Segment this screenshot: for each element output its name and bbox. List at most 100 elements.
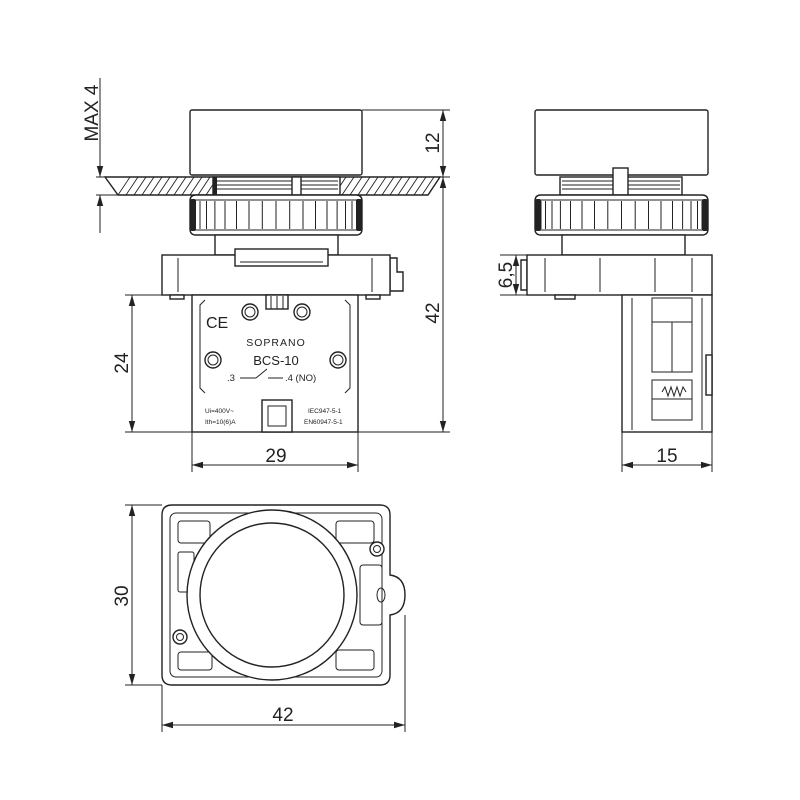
hatch-line bbox=[373, 176, 387, 196]
contact-block-front: CE SOPRANO BCS-10 .3 .4 (NO) Ui=400V~ It… bbox=[191, 294, 359, 433]
screw-hole-right bbox=[329, 351, 347, 369]
base-hole-inner bbox=[176, 633, 184, 641]
thread-edge-mark bbox=[213, 177, 217, 195]
front-view: CE SOPRANO BCS-10 .3 .4 (NO) Ui=400V~ It… bbox=[103, 109, 442, 433]
dimension-arrowhead bbox=[128, 505, 136, 516]
dimension-arrowhead bbox=[701, 461, 712, 469]
dimension-arrowhead bbox=[192, 461, 203, 469]
dimension-arrowhead bbox=[439, 421, 447, 432]
top-view bbox=[161, 504, 406, 686]
button-cap bbox=[534, 109, 709, 176]
base-slot bbox=[335, 649, 375, 671]
hatch-line bbox=[197, 176, 211, 196]
push-button-face bbox=[199, 522, 345, 668]
button-cap bbox=[189, 109, 363, 176]
dimension-arrowhead bbox=[128, 674, 136, 685]
latch-slot bbox=[376, 587, 386, 603]
dimension-29: 29 bbox=[191, 432, 359, 472]
dimension-arrowhead bbox=[439, 177, 447, 188]
adapter-foot-left bbox=[169, 294, 185, 300]
terminal-screw bbox=[261, 399, 293, 433]
hatch-line bbox=[341, 176, 355, 196]
dimension-arrowhead bbox=[512, 284, 520, 295]
hatch-line bbox=[173, 176, 187, 196]
dimension-arrowhead bbox=[394, 721, 405, 729]
nut-edge-right bbox=[702, 199, 708, 231]
screw-hole-top-right bbox=[293, 303, 311, 321]
model-label: BCS-10 bbox=[253, 353, 299, 368]
contact-block-body bbox=[621, 294, 713, 433]
base-slot bbox=[177, 520, 211, 544]
adapter-body bbox=[526, 254, 713, 296]
contact-block-side bbox=[621, 294, 713, 433]
mounting-nut-front bbox=[189, 194, 363, 236]
thread-body bbox=[212, 176, 341, 196]
screw-hole-inner bbox=[296, 306, 308, 318]
hatch-line bbox=[149, 176, 163, 196]
dim-label-42-height: 42 bbox=[423, 302, 444, 323]
dimension-arrowhead bbox=[128, 421, 136, 432]
nut-edge-right bbox=[356, 199, 362, 231]
base-hole-inner bbox=[373, 545, 381, 553]
dim-label-24: 24 bbox=[112, 352, 133, 374]
hatch-line bbox=[421, 176, 435, 196]
hatch-line bbox=[349, 176, 363, 196]
dimension-arrowhead bbox=[622, 461, 633, 469]
hatch-line bbox=[405, 176, 419, 196]
screw-hole-inner bbox=[207, 354, 219, 366]
hatch-line bbox=[181, 176, 195, 196]
base-slot bbox=[177, 651, 213, 671]
hatch-line bbox=[141, 176, 155, 196]
dimension-42-width: 42 bbox=[161, 615, 406, 732]
dimension-arrowhead bbox=[162, 721, 173, 729]
hatch-line bbox=[413, 176, 427, 196]
anti-rotation-key bbox=[291, 176, 302, 196]
adapter-tab bbox=[234, 248, 329, 267]
adapter-foot bbox=[554, 294, 576, 300]
hatch-line bbox=[165, 176, 179, 196]
dim-label-29: 29 bbox=[265, 446, 286, 467]
screw-hole-left bbox=[204, 351, 222, 369]
base-hole bbox=[369, 541, 385, 557]
standard-en-label: EN60947-5-1 bbox=[304, 419, 343, 426]
hatch-line bbox=[189, 176, 203, 196]
standard-iec-label: IEC947-5-1 bbox=[308, 408, 342, 415]
adapter-foot-right bbox=[365, 294, 381, 300]
dimension-24: 24 bbox=[112, 294, 192, 433]
rated-voltage-label: Ui=400V~ bbox=[205, 408, 234, 415]
adapter-side bbox=[520, 254, 713, 300]
dimension-15: 15 bbox=[621, 432, 713, 472]
adapter-bracket bbox=[520, 259, 528, 291]
dimension-max-4: MAX 4 bbox=[82, 78, 118, 233]
nut-edge-left bbox=[190, 199, 196, 231]
hatch-line bbox=[125, 176, 139, 196]
base-hole bbox=[172, 629, 188, 645]
screw-hole-top-left bbox=[241, 303, 259, 321]
dimension-arrowhead bbox=[439, 110, 447, 121]
hatch-line bbox=[365, 176, 379, 196]
terminal-screw-inner bbox=[267, 405, 287, 427]
hatch-line bbox=[389, 176, 403, 196]
dim-label-6-5: 6,5 bbox=[496, 262, 517, 288]
hatch-line bbox=[133, 176, 147, 196]
dimension-arrowhead bbox=[512, 255, 520, 266]
ce-mark: CE bbox=[206, 315, 228, 332]
dimension-arrowhead bbox=[128, 295, 136, 306]
hatch-line bbox=[357, 176, 371, 196]
dimension-arrowhead bbox=[347, 461, 358, 469]
dimension-42-height: 42 bbox=[358, 177, 450, 433]
left-rail bbox=[199, 299, 206, 394]
contact-symbol-switch bbox=[255, 368, 268, 379]
screw-hole-inner bbox=[332, 354, 344, 366]
base-slot bbox=[335, 520, 375, 544]
terminal-right-label: .4 (NO) bbox=[285, 373, 316, 384]
dim-label-30: 30 bbox=[112, 585, 133, 606]
nut-edge-left bbox=[535, 199, 541, 231]
anti-rotation-key bbox=[612, 167, 629, 196]
rated-current-label: Ith=10(6)A bbox=[205, 419, 236, 426]
hatch-line bbox=[381, 176, 395, 196]
hatch-line bbox=[117, 176, 131, 196]
brand-label: SOPRANO bbox=[246, 337, 306, 349]
screw-hole-inner bbox=[244, 306, 256, 318]
